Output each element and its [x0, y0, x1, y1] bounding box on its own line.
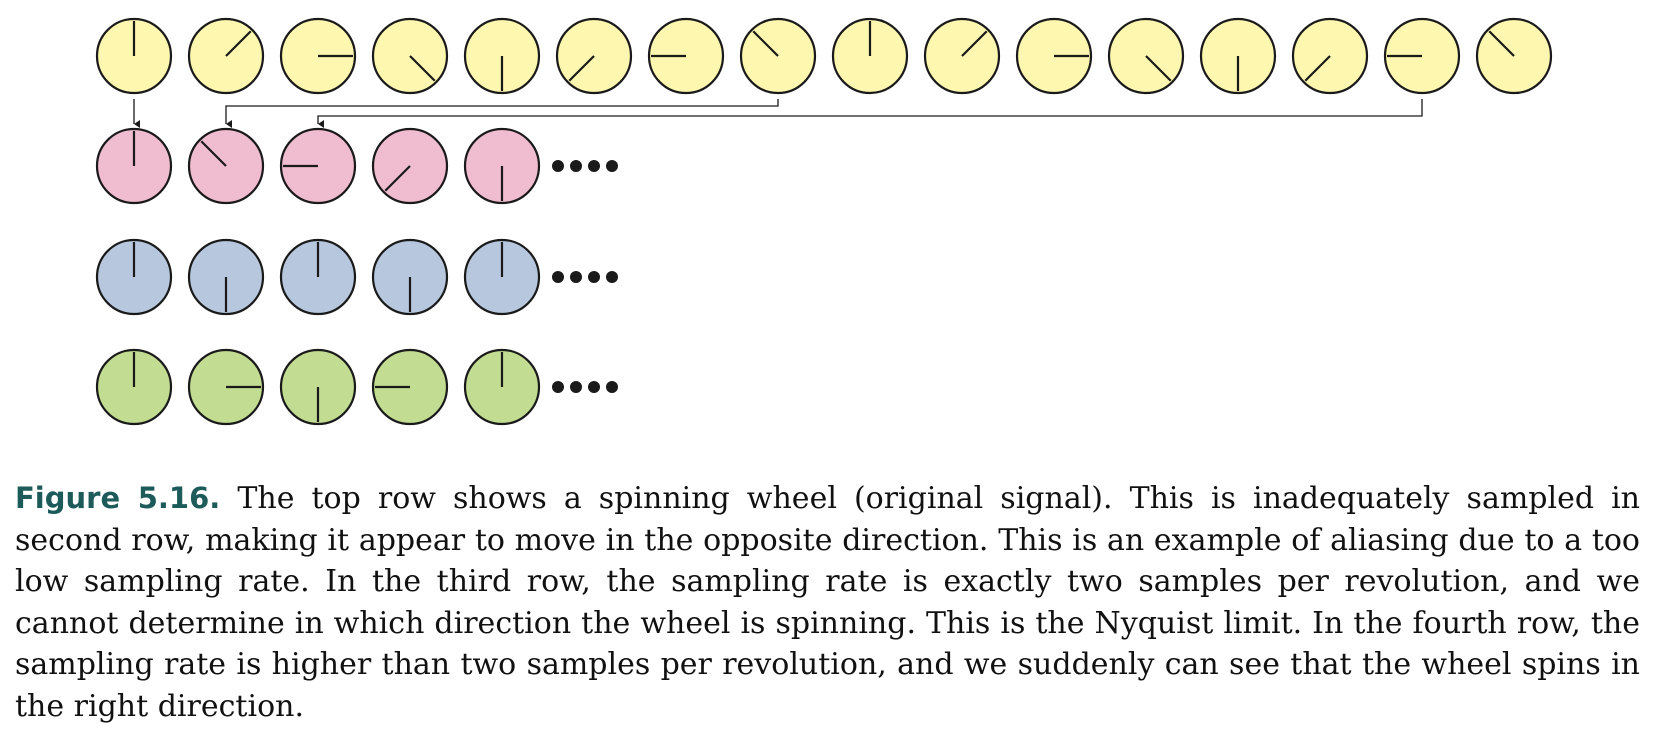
- ellipsis-dot: [588, 381, 600, 393]
- wheel: [279, 238, 357, 316]
- wheel: [463, 127, 541, 205]
- wheel: [95, 238, 173, 316]
- wheel: [371, 348, 449, 426]
- continuation-dots: [552, 160, 618, 172]
- wheel-spoke: [961, 30, 988, 57]
- wheel: [187, 17, 265, 95]
- wheel-rows: [95, 17, 1553, 426]
- continuation-dots: [552, 381, 618, 393]
- wheel-row-original: [95, 17, 1553, 95]
- figure-caption: Figure 5.16. The top row shows a spinnin…: [15, 478, 1640, 727]
- ellipsis-dot: [570, 381, 582, 393]
- wheel-spoke: [568, 55, 595, 82]
- wheel: [831, 17, 909, 95]
- wheel: [95, 127, 173, 205]
- wheel: [647, 17, 725, 95]
- wheel: [279, 17, 357, 95]
- continuation-dots: [552, 271, 618, 283]
- wheel: [95, 348, 173, 426]
- ellipsis-dot: [606, 160, 618, 172]
- wheel-spoke: [1488, 30, 1515, 57]
- ellipsis-dot: [588, 160, 600, 172]
- wheel-spoke: [409, 55, 436, 82]
- aliasing-wheel-figure: [95, 17, 1553, 426]
- wheel: [1383, 17, 1461, 95]
- sampling-arrow: [225, 99, 779, 128]
- wheel: [371, 17, 449, 95]
- ellipsis-dot: [552, 381, 564, 393]
- sampling-arrow: [317, 99, 1423, 128]
- wheel: [187, 348, 265, 426]
- wheel: [371, 127, 449, 205]
- wheel: [187, 238, 265, 316]
- ellipsis-dot: [588, 271, 600, 283]
- wheel-spoke: [200, 140, 227, 167]
- wheel: [279, 348, 357, 426]
- wheel-spoke: [384, 165, 411, 192]
- wheel-spoke: [752, 30, 779, 57]
- sampling-arrows: [133, 99, 1423, 128]
- wheel: [463, 348, 541, 426]
- wheel: [1107, 17, 1185, 95]
- wheel-row-oversampled: [95, 348, 618, 426]
- wheel: [1199, 17, 1277, 95]
- ellipsis-dot: [570, 271, 582, 283]
- wheel-row-undersampled: [95, 127, 618, 205]
- caption-text: The top row shows a spinning wheel (orig…: [15, 481, 1640, 724]
- ellipsis-dot: [606, 381, 618, 393]
- wheel: [463, 238, 541, 316]
- wheel: [187, 127, 265, 205]
- wheel-spoke: [1145, 55, 1172, 82]
- ellipsis-dot: [606, 271, 618, 283]
- wheel: [1015, 17, 1093, 95]
- wheel-spoke: [1304, 55, 1331, 82]
- wheel: [95, 17, 173, 95]
- wheel: [555, 17, 633, 95]
- ellipsis-dot: [552, 271, 564, 283]
- wheel: [739, 17, 817, 95]
- wheel-spoke: [225, 30, 252, 57]
- wheel-row-nyquist: [95, 238, 618, 316]
- wheel: [1291, 17, 1369, 95]
- wheel: [279, 127, 357, 205]
- figure-label: Figure 5.16.: [15, 481, 221, 515]
- ellipsis-dot: [570, 160, 582, 172]
- wheel: [371, 238, 449, 316]
- ellipsis-dot: [552, 160, 564, 172]
- wheel: [463, 17, 541, 95]
- wheel: [923, 17, 1001, 95]
- wheel: [1475, 17, 1553, 95]
